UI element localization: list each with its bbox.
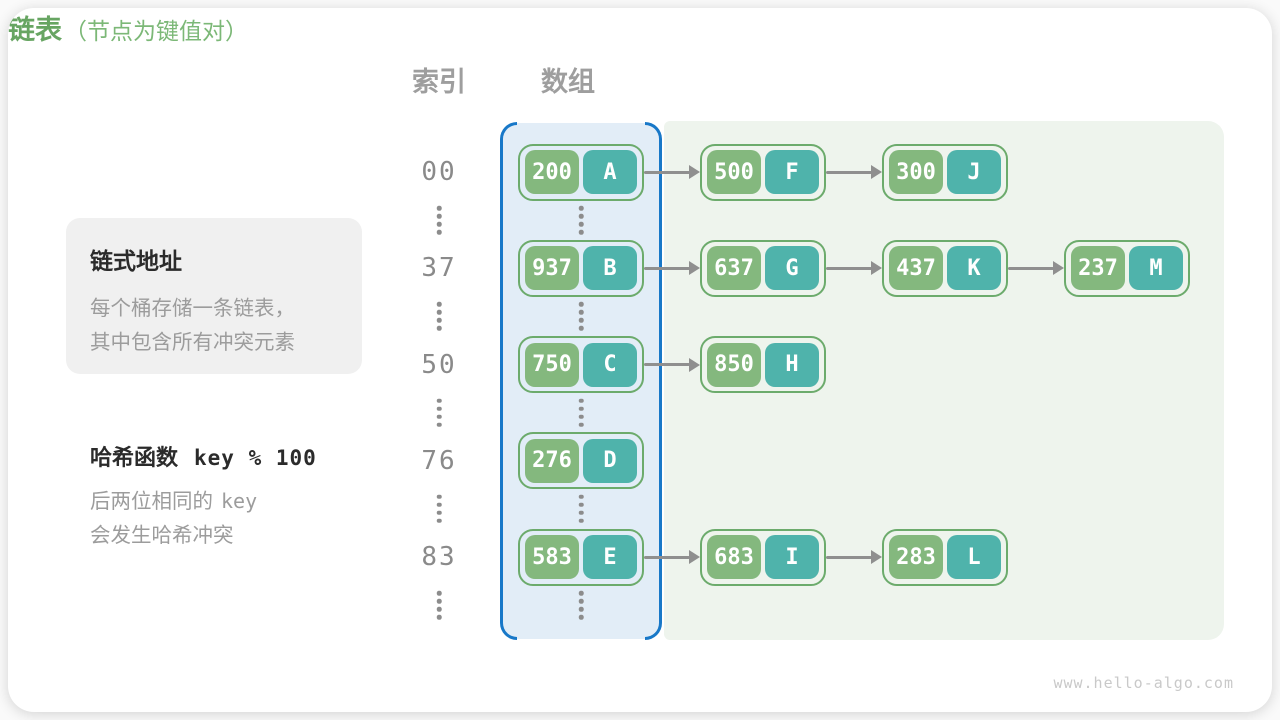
bucket-index: 00 xyxy=(421,157,457,187)
node-key: 683 xyxy=(707,535,761,579)
node-key: 750 xyxy=(525,342,579,387)
list-node: 283 L xyxy=(882,528,1008,586)
arrow-icon xyxy=(644,240,700,297)
chaining-title: 链式地址 xyxy=(90,248,182,274)
bucket-row: 583 E 683 I 283 L xyxy=(518,528,1008,586)
list-node: 237 M xyxy=(1064,239,1190,297)
node-value: H xyxy=(765,342,819,387)
hash-function-title: 哈希函数 key % 100 xyxy=(90,440,400,472)
node-value: I xyxy=(765,535,819,579)
node-value: L xyxy=(947,535,1001,579)
watermark: www.hello-algo.com xyxy=(1053,674,1234,692)
vertical-ellipsis-icon xyxy=(578,398,584,427)
node-value: M xyxy=(1129,246,1183,291)
vertical-ellipsis-icon xyxy=(578,590,584,620)
list-header-label: 链表 xyxy=(8,15,62,45)
hash-description: 后两位相同的 key 会发生哈希冲突 xyxy=(90,484,400,553)
arrow-icon xyxy=(1008,240,1064,297)
bucket-row: 200 A 500 F 300 J xyxy=(518,143,1008,201)
diagram-card: 索引 数组 链表 （节点为键值对） 链式地址 每个桶存储一条链表， 其中包含所有… xyxy=(8,8,1272,712)
array-node: 276 D xyxy=(518,432,644,490)
node-key: 583 xyxy=(525,535,579,579)
node-value: A xyxy=(583,150,637,194)
array-node: 200 A xyxy=(518,143,644,201)
node-value: G xyxy=(765,246,819,291)
array-node: 937 B xyxy=(518,239,644,297)
vertical-ellipsis-icon xyxy=(436,494,442,523)
list-column-header: 链表 （节点为键值对） xyxy=(8,8,1272,47)
arrow-icon xyxy=(644,144,700,201)
hash-formula: key % 100 xyxy=(194,446,317,470)
arrow-icon xyxy=(644,529,700,586)
node-key: 237 xyxy=(1071,246,1125,291)
hash-title-text: 哈希函数 xyxy=(90,445,179,470)
chaining-info-box: 链式地址 每个桶存储一条链表， 其中包含所有冲突元素 xyxy=(66,218,362,374)
vertical-ellipsis-icon xyxy=(578,205,584,235)
hash-line-2: 会发生哈希冲突 xyxy=(90,524,234,547)
node-key: 283 xyxy=(889,535,943,579)
hash-function-block: 哈希函数 key % 100 后两位相同的 key 会发生哈希冲突 xyxy=(90,440,400,553)
node-key: 276 xyxy=(525,438,579,483)
array-node: 750 C xyxy=(518,336,644,393)
bucket-index: 76 xyxy=(421,445,457,476)
list-node: 637 G xyxy=(700,239,826,297)
array-column-header: 数组 xyxy=(541,67,595,97)
list-node: 500 F xyxy=(700,143,826,201)
hash-line-1: 后两位相同的 key xyxy=(90,484,400,519)
list-node: 683 I xyxy=(700,528,826,586)
node-key: 300 xyxy=(889,150,943,194)
node-value: K xyxy=(947,246,1001,291)
list-node: 437 K xyxy=(882,239,1008,297)
bucket-row: 937 B 637 G 437 K 237 M xyxy=(518,239,1190,297)
node-value: B xyxy=(583,246,637,291)
node-value: F xyxy=(765,150,819,194)
chaining-line-1: 每个桶存储一条链表， xyxy=(90,297,295,320)
node-key: 200 xyxy=(525,150,579,194)
buckets-layer: 00 200 A 500 F 300 J 37 937 B 637 G 437 … xyxy=(8,8,1272,712)
vertical-ellipsis-icon xyxy=(436,205,442,235)
bucket-index: 50 xyxy=(421,349,457,380)
vertical-ellipsis-icon xyxy=(578,302,584,331)
arrow-icon xyxy=(644,336,700,393)
arrow-icon xyxy=(826,529,882,586)
vertical-ellipsis-icon xyxy=(436,302,442,331)
list-node: 850 H xyxy=(700,336,826,393)
array-node: 583 E xyxy=(518,528,644,586)
index-column-header: 索引 xyxy=(412,67,466,97)
bucket-row: 750 C 850 H xyxy=(518,336,826,393)
hash-line-1-text: 后两位相同的 xyxy=(90,490,213,513)
node-key: 850 xyxy=(707,342,761,387)
vertical-ellipsis-icon xyxy=(578,494,584,523)
node-key: 637 xyxy=(707,246,761,291)
node-value: E xyxy=(583,535,637,579)
arrow-icon xyxy=(826,144,882,201)
bucket-index: 83 xyxy=(421,542,457,572)
node-key: 437 xyxy=(889,246,943,291)
arrow-icon xyxy=(826,240,882,297)
hash-line-1-code: key xyxy=(221,489,258,513)
node-value: D xyxy=(583,438,637,483)
node-value: J xyxy=(947,150,1001,194)
chaining-line-2: 其中包含所有冲突元素 xyxy=(90,331,295,354)
node-value: C xyxy=(583,342,637,387)
bucket-index: 37 xyxy=(421,253,457,284)
node-key: 937 xyxy=(525,246,579,291)
vertical-ellipsis-icon xyxy=(436,590,442,620)
list-node: 300 J xyxy=(882,143,1008,201)
bucket-row: 276 D xyxy=(518,432,644,490)
node-key: 500 xyxy=(707,150,761,194)
list-header-note: （节点为键值对） xyxy=(64,18,248,44)
vertical-ellipsis-icon xyxy=(436,398,442,427)
chaining-description: 每个桶存储一条链表， 其中包含所有冲突元素 xyxy=(90,292,338,360)
